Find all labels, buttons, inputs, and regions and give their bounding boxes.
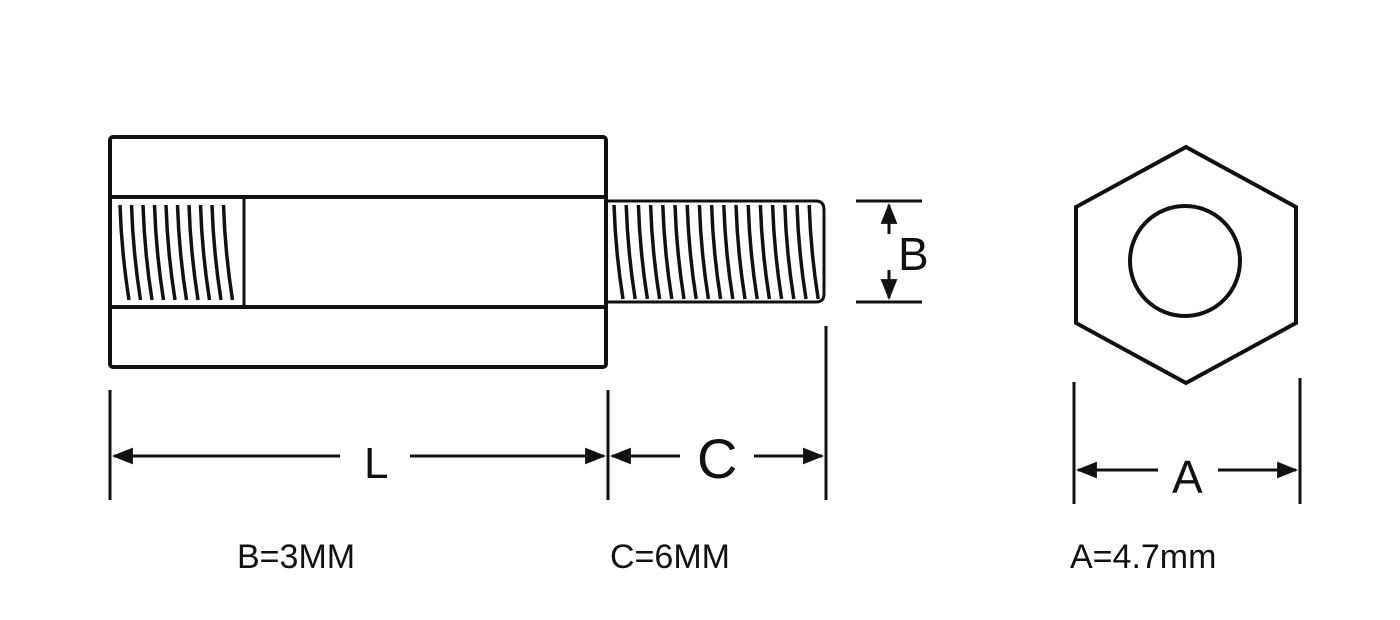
thread-line — [746, 204, 759, 300]
thread-line — [636, 204, 650, 300]
spec-b: B=3MM — [237, 538, 356, 576]
thread-line — [734, 204, 747, 300]
internal-thread — [118, 204, 235, 301]
thread-line — [141, 204, 154, 301]
thread-grooves — [612, 204, 820, 300]
thread-outline — [606, 199, 826, 304]
thread-line — [783, 204, 796, 300]
hexagon-outline — [1074, 144, 1298, 386]
dimension-a-label: A — [1172, 451, 1203, 503]
dimension-l-label: L — [364, 439, 388, 488]
thread-line — [210, 204, 223, 301]
thread-line — [709, 204, 723, 300]
thread-line — [118, 204, 131, 301]
external-thread — [606, 199, 826, 304]
standoff-body-side-view — [108, 135, 608, 369]
dimension-c — [609, 326, 828, 500]
thread-line — [612, 204, 625, 300]
thread-line — [673, 204, 686, 300]
dimension-b — [856, 199, 922, 304]
thread-line — [807, 204, 820, 300]
dimension-b-label: B — [898, 228, 929, 280]
thread-line — [661, 204, 674, 300]
thread-line — [624, 204, 637, 300]
thread-line — [175, 204, 189, 301]
thread-line — [795, 204, 808, 300]
thread-line — [770, 204, 784, 300]
thread-line — [722, 204, 735, 300]
dimension-l — [108, 390, 610, 500]
thread-line — [758, 204, 772, 300]
spec-a: A=4.7mm — [1070, 538, 1217, 576]
thread-line — [697, 204, 711, 300]
thread-line — [129, 204, 143, 301]
thread-line — [198, 204, 212, 301]
spec-c: C=6MM — [610, 538, 730, 576]
dimension-c-label: C — [697, 427, 737, 490]
center-bore-circle — [1128, 204, 1242, 318]
thread-line — [152, 204, 166, 301]
body-outline — [108, 135, 608, 369]
hex-end-view — [1074, 144, 1298, 386]
thread-line — [685, 204, 698, 300]
thread-line — [648, 204, 662, 300]
dimension-a — [1072, 378, 1302, 504]
thread-line — [164, 204, 177, 301]
thread-line — [221, 204, 235, 301]
thread-line — [187, 204, 200, 301]
